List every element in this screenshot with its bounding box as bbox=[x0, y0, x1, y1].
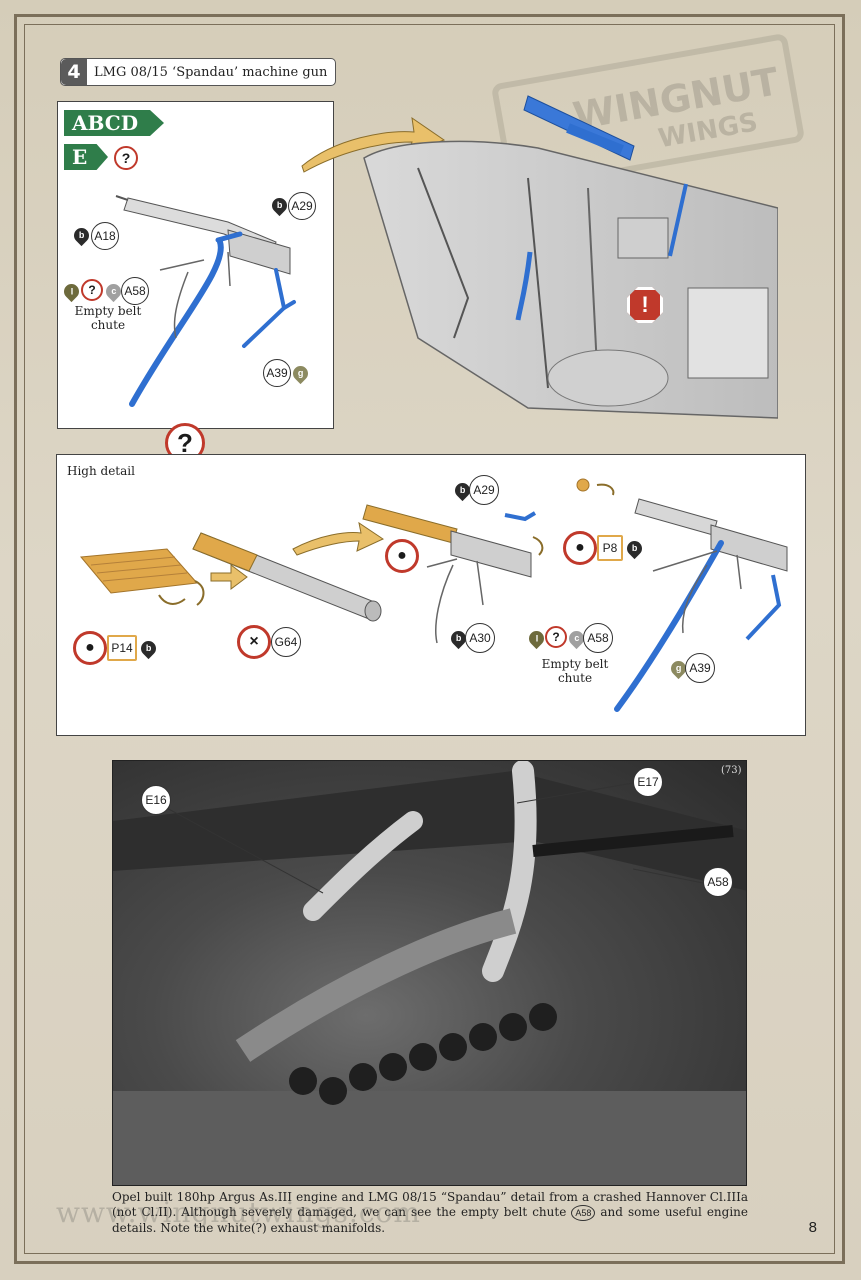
callout-p8: P8 bbox=[597, 535, 623, 561]
caption-part-1: Opel built 180hp Argus As.III engine and… bbox=[112, 1190, 748, 1219]
gun-high-detail-1 bbox=[362, 504, 532, 644]
fuselage-cockpit-illustration bbox=[363, 95, 778, 419]
installed-gun-blue bbox=[515, 95, 688, 321]
jacket-former-rod bbox=[192, 532, 382, 622]
callout-a30: A30 bbox=[465, 623, 495, 653]
high-detail-title: High detail bbox=[67, 464, 135, 478]
caption-part-2: and some useful engine details. Note the… bbox=[112, 1205, 749, 1235]
photo-number: (73) bbox=[721, 765, 742, 776]
high-detail-drawings bbox=[80, 478, 788, 712]
question-icon-hd: ? bbox=[545, 626, 567, 648]
p8-part bbox=[576, 478, 590, 492]
support-rods bbox=[159, 251, 231, 339]
question-icon: ? bbox=[114, 146, 138, 170]
step-heading: 4 LMG 08/15 ‘Spandau’ machine gun bbox=[60, 58, 337, 86]
empty-belt-chute-label: Empty belt chute bbox=[74, 304, 142, 332]
no-glue-icon: × bbox=[237, 625, 271, 659]
callout-a29: A29 bbox=[288, 192, 316, 220]
photo-callout-e17: E17 bbox=[633, 767, 663, 797]
caption-ref-a58: A58 bbox=[571, 1205, 596, 1221]
assembly-arrow-top bbox=[301, 116, 446, 173]
version-tag-abcd-label: ABCD bbox=[72, 111, 139, 135]
elephant-icon-p14: ● bbox=[73, 631, 107, 665]
step-number: 4 bbox=[61, 59, 87, 85]
version-tag-e-label: E bbox=[72, 145, 88, 169]
gun-high-detail-2 bbox=[614, 498, 788, 712]
elephant-icon-p8: ● bbox=[563, 531, 597, 565]
gun-receiver bbox=[227, 229, 291, 275]
version-tag-abcd: ABCD bbox=[64, 110, 164, 136]
high-detail-panel: High detail bbox=[56, 454, 806, 736]
version-panel: ABCD E ? b bbox=[57, 101, 334, 429]
site-watermark: www.wingnutwings.com bbox=[56, 1196, 421, 1229]
elephant-icon-gun: ● bbox=[385, 539, 419, 573]
gun-mount-blue bbox=[129, 231, 296, 407]
step-title: LMG 08/15 ‘Spandau’ machine gun bbox=[94, 64, 328, 80]
callout-a39: A39 bbox=[263, 359, 291, 387]
photo-callout-e16: E16 bbox=[141, 785, 171, 815]
photo-caption: Opel built 180hp Argus As.III engine and… bbox=[112, 1190, 748, 1236]
callout-a58: A58 bbox=[121, 277, 149, 305]
callout-a39-hd: A39 bbox=[685, 653, 715, 683]
photo-callout-a58: A58 bbox=[703, 867, 733, 897]
callout-g64: G64 bbox=[271, 627, 301, 657]
question-icon-paint: ? bbox=[81, 279, 103, 301]
inner-border bbox=[24, 24, 835, 1254]
callout-p14: P14 bbox=[107, 635, 137, 661]
outer-border bbox=[14, 14, 845, 1264]
warning-icon: ! bbox=[627, 287, 663, 323]
reference-photo: (73) E16 E17 A58 bbox=[112, 760, 747, 1186]
warning-icon-glyph: ! bbox=[641, 292, 649, 317]
etched-jacket-sheet bbox=[80, 548, 199, 594]
photo-shapes bbox=[113, 761, 746, 1185]
empty-belt-chute-label-hd: Empty belt chute bbox=[541, 657, 609, 685]
callout-a58-hd: A58 bbox=[583, 623, 613, 653]
callout-a29-hd: A29 bbox=[469, 475, 499, 505]
page-number: 8 bbox=[808, 1219, 817, 1236]
machine-gun-drawing bbox=[115, 195, 296, 407]
callout-a18: A18 bbox=[91, 222, 119, 250]
